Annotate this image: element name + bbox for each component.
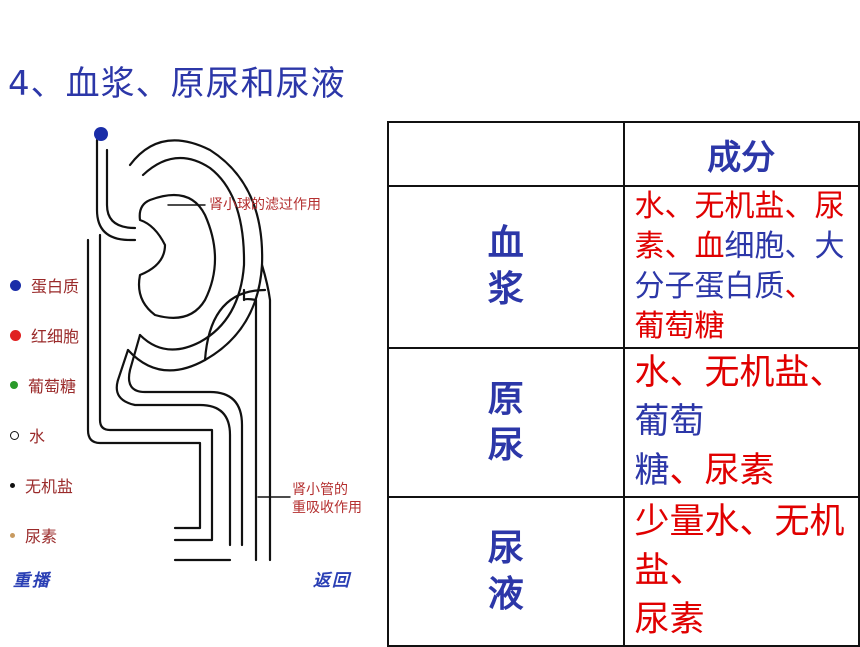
label-reabsorption-line1: 肾小管的 xyxy=(292,482,348,498)
loop-henle xyxy=(203,288,267,362)
legend-dot-icon xyxy=(10,381,18,389)
legend-label: 尿素 xyxy=(25,527,58,546)
label-reabsorption-line2: 重吸收作用 xyxy=(292,500,362,516)
table-row: 血浆 水、无机盐、尿素、血细胞、大分子蛋白质、葡萄糖 xyxy=(387,185,860,349)
proximal-tubule-inner xyxy=(242,288,258,562)
legend-label: 蛋白质 xyxy=(31,277,80,296)
component-text: 水、无机盐、尿素、血 xyxy=(634,189,845,264)
table-corner-cell xyxy=(387,121,625,187)
row-content: 少量水、无机盐、尿素 xyxy=(622,496,860,647)
table-row: 尿液 少量水、无机盐、尿素 xyxy=(387,496,860,647)
row-header: 尿液 xyxy=(387,496,625,647)
legend-dot-icon xyxy=(10,430,19,440)
collecting-tubule xyxy=(98,233,214,542)
component-text: 、尿素 xyxy=(669,451,775,491)
replay-button[interactable]: 重播 xyxy=(13,571,51,591)
legend-item: 蛋白质 xyxy=(10,275,80,296)
legend-item: 葡萄糖 xyxy=(10,375,77,396)
afferent-vessel-inner xyxy=(105,148,137,230)
afferent-vessel xyxy=(95,138,137,242)
component-text: 水、无机盐、 xyxy=(634,353,845,393)
bowman-capsule-inner xyxy=(138,156,246,351)
component-text: 糖 xyxy=(634,451,670,491)
label-filtration: 肾小球的滤过作用 xyxy=(209,197,321,213)
row-name: 原尿 xyxy=(487,378,524,466)
row-header: 血浆 xyxy=(387,185,625,349)
composition-table: 成分 血浆 水、无机盐、尿素、血细胞、大分子蛋白质、葡萄糖 原尿 水、无机盐、葡… xyxy=(387,121,860,647)
legend-item: 尿素 xyxy=(10,525,58,546)
bowman-capsule-outer xyxy=(126,139,264,372)
legend-label: 葡萄糖 xyxy=(28,377,77,396)
proximal-tubule xyxy=(260,263,272,562)
protein-particle xyxy=(94,127,108,141)
row-name: 血浆 xyxy=(487,223,524,310)
legend-item: 无机盐 xyxy=(10,475,74,496)
table-header-row: 成分 xyxy=(387,121,860,187)
legend-dot-icon xyxy=(10,532,15,538)
component-text: 葡萄 xyxy=(634,402,705,442)
component-text: 、 xyxy=(784,269,815,304)
row-name: 尿液 xyxy=(487,527,524,615)
component-text: 细胞、大分子蛋白质 xyxy=(634,229,845,304)
table-row: 原尿 水、无机盐、葡萄糖、尿素 xyxy=(387,347,860,498)
row-content: 水、无机盐、尿素、血细胞、大分子蛋白质、葡萄糖 xyxy=(622,185,860,349)
efferent-vessel xyxy=(115,348,232,547)
legend-item: 水 xyxy=(10,425,46,446)
row-header: 原尿 xyxy=(387,347,625,498)
component-text: 少量水、无机盐、 xyxy=(634,502,845,591)
legend-label: 无机盐 xyxy=(25,477,74,496)
legend-dot-icon xyxy=(10,329,21,341)
legend-item: 红细胞 xyxy=(10,325,80,346)
back-button[interactable]: 返回 xyxy=(313,571,351,591)
component-text: 尿素 xyxy=(634,600,705,640)
row-content: 水、无机盐、葡萄糖、尿素 xyxy=(622,347,860,498)
legend-dot-icon xyxy=(10,482,15,488)
component-text: 葡萄糖 xyxy=(634,309,725,344)
legend-label: 红细胞 xyxy=(31,327,80,346)
efferent-vessel-inner xyxy=(127,333,244,547)
legend-dot-icon xyxy=(10,279,21,291)
collecting-tubule-inner xyxy=(86,238,202,530)
page-title: 4、血浆、原尿和尿液 xyxy=(8,64,346,104)
label-reabsorption: 肾小管的 重吸收作用 xyxy=(292,481,362,517)
glomerulus xyxy=(137,193,217,319)
nephron-diagram xyxy=(86,127,291,562)
legend-label: 水 xyxy=(29,427,46,446)
column-header: 成分 xyxy=(622,121,860,187)
